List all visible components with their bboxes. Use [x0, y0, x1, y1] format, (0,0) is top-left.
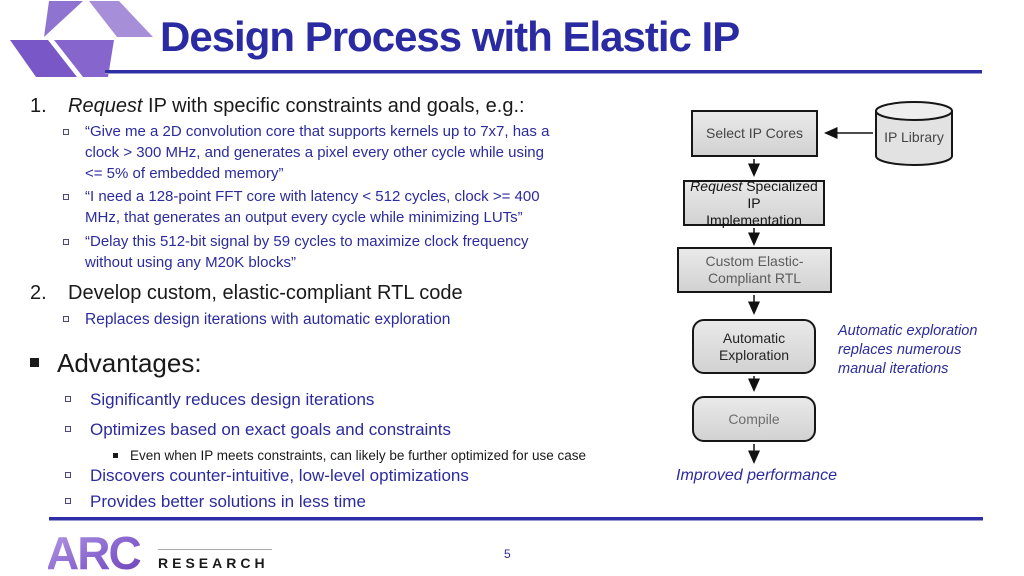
page-title: Design Process with Elastic IP	[160, 13, 740, 60]
research-label: RESEARCH	[158, 549, 272, 571]
arc-research-logo: ARC	[48, 527, 142, 575]
list-item-1-number: 1.	[30, 95, 47, 117]
list-item-2-text: Develop custom, elastic-compliant RTL co…	[68, 282, 463, 304]
bullet-square-icon	[63, 194, 69, 200]
bullet-optimizes-goals: Optimizes based on exact goals and const…	[90, 420, 451, 439]
ip-library-label: IP Library	[884, 129, 944, 145]
bullet-square-icon	[65, 472, 71, 478]
advantages-label: Advantages:	[57, 348, 202, 378]
annotation-automatic-exploration: Automatic exploration replaces numerous …	[838, 323, 978, 377]
bullet-quote-delay: “Delay this 512-bit signal by 59 cycles …	[85, 233, 529, 271]
flow-box-automatic-exploration: Automatic Exploration	[692, 319, 816, 374]
list-item-2: 2. Develop custom, elastic-compliant RTL…	[30, 281, 650, 306]
bullet-square-icon	[65, 426, 71, 432]
flow-box-select-ip-cores: Select IP Cores	[691, 110, 818, 157]
sub-bullet-even-when: Even when IP meets constraints, can like…	[130, 448, 586, 463]
slide-corner-logo	[10, 1, 153, 77]
flow-box-custom-elastic-rtl: Custom Elastic- Compliant RTL	[677, 247, 832, 293]
bullet-square-icon	[63, 316, 69, 322]
advantages-heading: Advantages:	[30, 348, 530, 378]
flow-cylinder-ip-library: IP Library	[875, 101, 953, 166]
flow-box-compile: Compile	[692, 396, 816, 442]
bullet-quote-fft: “I need a 128-point FFT core with latenc…	[85, 188, 540, 226]
bullet-square-icon	[63, 129, 69, 135]
bullet-replaces: Replaces design iterations with automati…	[85, 311, 451, 328]
bullet-filled-square-icon	[113, 453, 118, 458]
bullet-discovers-optimizations: Discovers counter-intuitive, low-level o…	[90, 466, 469, 485]
list-item-2-number: 2.	[30, 282, 47, 304]
bullet-square-icon	[65, 498, 71, 504]
list-item-1: 1. Request IP with specific constraints …	[30, 94, 650, 119]
footer-divider	[49, 517, 983, 520]
arc-logo-text: ARC	[48, 527, 140, 575]
bullet-better-solutions: Provides better solutions in less time	[90, 492, 366, 511]
list-item-1-text: Request IP with specific constraints and…	[68, 95, 525, 117]
bullet-reduces-iterations: Significantly reduces design iterations	[90, 390, 375, 409]
bullet-square-icon	[63, 239, 69, 245]
bullet-quote-convolution: “Give me a 2D convolution core that supp…	[85, 123, 550, 182]
flow-box-request-specialized-ip: Request Specialized IP Implementation	[683, 178, 825, 228]
title-divider	[105, 70, 982, 73]
page-number: 5	[504, 547, 511, 561]
improved-performance-label: Improved performance	[676, 467, 837, 484]
bullet-square-icon	[65, 396, 71, 402]
bullet-filled-square-icon	[30, 358, 39, 367]
